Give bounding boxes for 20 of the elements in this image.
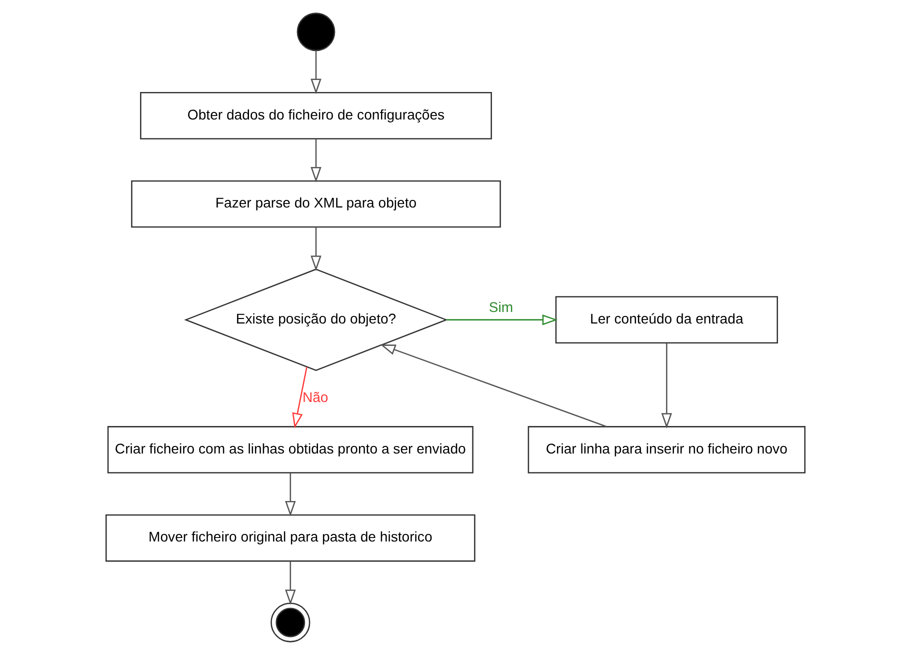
node-box: Criar linha para inserir no ficheiro novo: [527, 426, 806, 474]
arrow: [284, 561, 296, 606]
node-box: Fazer parse do XML para objeto: [130, 180, 500, 228]
arrow: [310, 227, 321, 272]
node-box: Obter dados do ficheiro de configurações: [140, 92, 492, 140]
arrow: [310, 139, 321, 182]
arrow: [310, 50, 321, 94]
arrow: [292, 366, 307, 428]
node-circle: [270, 602, 310, 642]
arrow: [446, 314, 558, 326]
node-box: Criar ficheiro com as linhas obtidas pronto a ser enviado: [106, 426, 473, 474]
arrow: [284, 473, 296, 516]
node-diamond: Existe posição do objeto?: [184, 268, 448, 372]
node-box: Mover ficheiro original para pasta de historico: [104, 514, 475, 562]
edge-label: Sim: [488, 298, 513, 315]
arrow: [380, 344, 606, 428]
node-circle: [296, 12, 335, 52]
edge-label: Não: [302, 389, 328, 406]
arrow: [660, 343, 672, 428]
node-box: Ler conteúdo da entrada: [554, 296, 778, 344]
